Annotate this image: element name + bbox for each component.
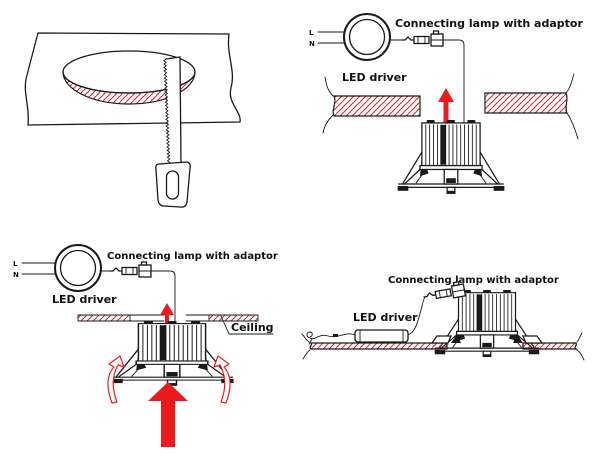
up-arrow <box>438 88 454 128</box>
panel-installed: Connecting lamp with adaptor LED driver <box>301 275 585 361</box>
led-driver-label: LED driver <box>342 71 407 84</box>
panel-insert-lamp: Connecting lamp with adaptor LED driver … <box>13 244 278 447</box>
neutral-label: N <box>309 40 315 48</box>
adaptor-plug <box>401 30 444 47</box>
saw-handle-slot <box>165 170 180 200</box>
connect-label: Connecting lamp with adaptor <box>107 251 278 262</box>
lamp-wire <box>100 270 176 326</box>
led-driver-ring <box>343 13 391 61</box>
ceiling-section-left <box>332 95 421 117</box>
spring-clip-arrow-left <box>107 355 125 404</box>
ceiling-strip <box>77 314 259 322</box>
downlight-lamp <box>397 119 505 195</box>
panel-connect-lamp: Connecting lamp with adaptor LED driver … <box>309 13 583 195</box>
live-label: L <box>309 29 314 37</box>
ceiling-leader-line <box>220 315 274 335</box>
mains-wires <box>21 262 56 275</box>
saw-blade <box>166 57 181 163</box>
live-label: L <box>13 260 18 268</box>
wire-crimp <box>333 334 338 337</box>
ceiling-label: Ceiling <box>231 321 274 334</box>
mounting-clips <box>430 334 544 344</box>
led-driver-ring <box>54 244 102 292</box>
adaptor-plug <box>109 261 152 278</box>
ceiling-strip <box>301 332 585 361</box>
mains-tail-wire <box>306 331 356 345</box>
saw-teeth <box>163 58 171 163</box>
connect-label: Connecting lamp with adaptor <box>388 275 559 286</box>
keyhole-saw-icon <box>155 56 191 208</box>
panel-cut-hole <box>24 32 241 208</box>
ceiling-whiskers <box>322 73 579 140</box>
led-driver-box <box>354 329 409 343</box>
mains-wires <box>317 31 345 44</box>
led-driver-label: LED driver <box>52 293 117 306</box>
ceiling-section-right <box>484 92 568 114</box>
connect-label: Connecting lamp with adaptor <box>395 17 583 30</box>
led-driver-label: LED driver <box>353 311 418 324</box>
spring-clip-arrow-right <box>213 355 231 404</box>
downlight-lamp <box>109 320 235 387</box>
up-arrow-small <box>160 303 174 331</box>
neutral-label: N <box>13 271 19 279</box>
cutout-rim-hatch <box>62 71 196 105</box>
push-up-arrow <box>148 382 188 447</box>
lamp-wire <box>389 39 465 124</box>
